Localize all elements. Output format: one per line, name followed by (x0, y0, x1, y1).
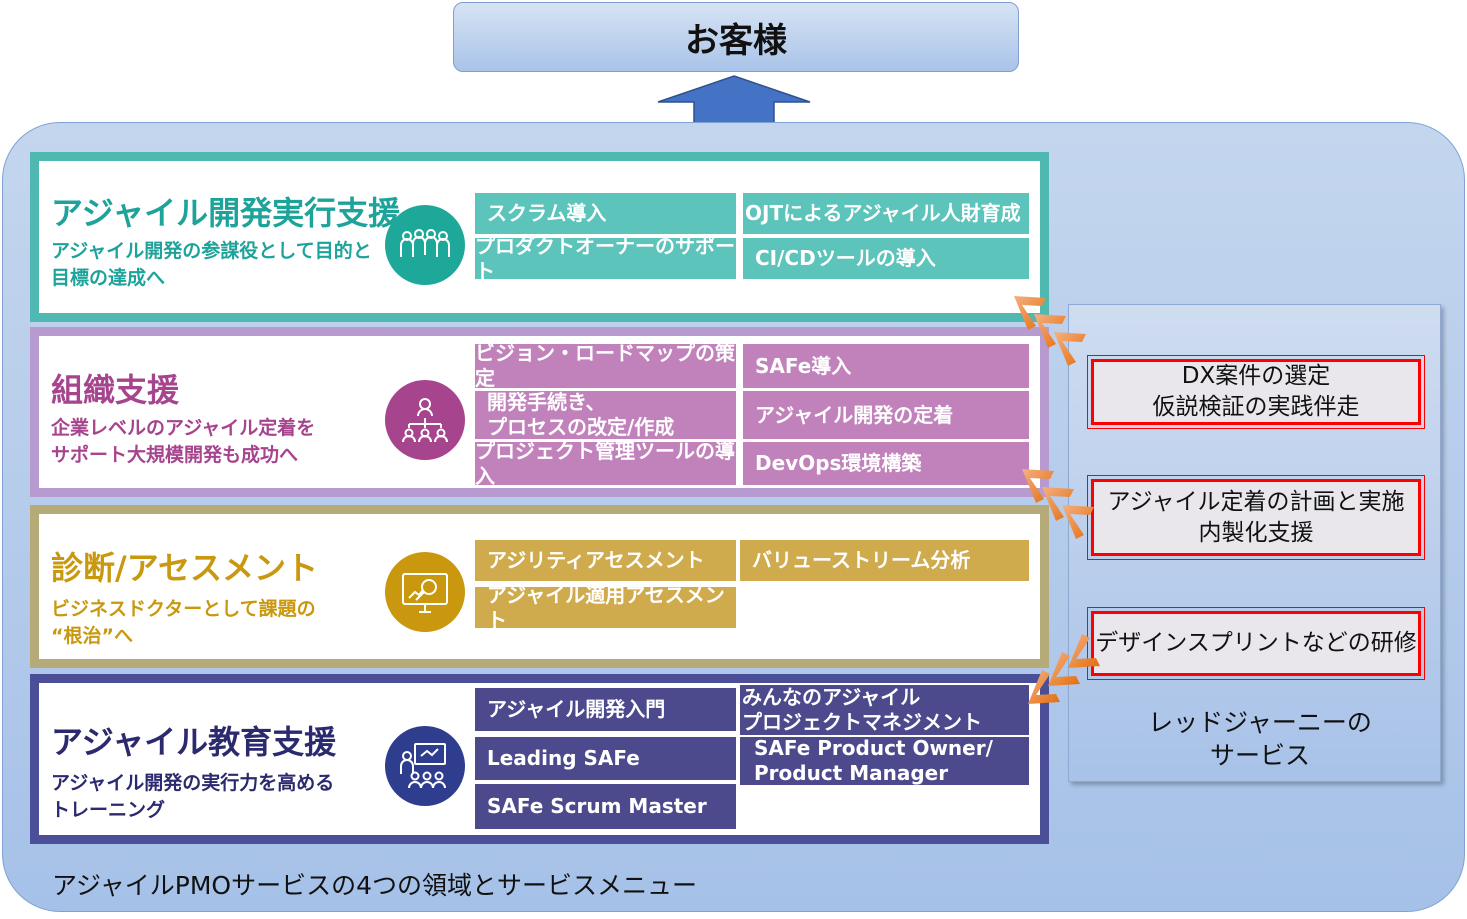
service-item: OJTによるアジャイル人財育成 (743, 193, 1029, 234)
chevron-arrow-icon (1028, 634, 1100, 704)
diagram-caption: アジャイルPMOサービスの4つの領域とサービスメニュー (52, 871, 697, 900)
service-item: スクラム導入 (475, 193, 736, 234)
service-item: プロジェクト管理ツールの導入 (475, 442, 736, 485)
section-organization-support: 組織支援 企業レベルのアジャイル定着を サポート大規模開発も成功へ ビジョン・ロ… (30, 327, 1049, 497)
service-item: SAFe Product Owner/ Product Manager (740, 737, 1029, 785)
service-item: SAFe導入 (743, 344, 1029, 388)
service-item: みんなのアジャイル プロジェクトマネジメント (740, 685, 1029, 735)
section-subtitle: 企業レベルのアジャイル定着を サポート大規模開発も成功へ (51, 417, 316, 466)
section-title: 組織支援 (51, 371, 180, 409)
service-item: 開発手続き、 プロセスの改定/作成 (475, 391, 736, 439)
service-item: アジャイル開発入門 (475, 688, 736, 731)
service-item: ビジョン・ロードマップの策定 (475, 344, 736, 388)
up-arrow-icon (657, 75, 811, 126)
customer-box: お客様 (453, 2, 1019, 72)
service-item: Leading SAFe (475, 737, 736, 780)
service-item: DevOps環境構築 (743, 442, 1029, 485)
monitor-analysis-icon (385, 552, 465, 632)
chevron-arrow-icon (1014, 296, 1086, 366)
training-icon (385, 726, 465, 806)
service-item: アジャイル適用アセスメント (475, 587, 736, 628)
service-box: アジャイル定着の計画と実施 内製化支援 (1087, 475, 1425, 560)
service-item: アジャイル開発の定着 (743, 391, 1029, 439)
service-item: バリューストリーム分析 (740, 540, 1029, 581)
section-subtitle: ビジネスドクターとして課題の “根治”へ (51, 598, 316, 647)
section-title: アジャイル教育支援 (51, 723, 337, 761)
org-chart-icon (385, 380, 465, 460)
services-label: レッドジャーニーの サービス (1148, 708, 1372, 770)
service-item: CI/CDツールの導入 (743, 238, 1029, 279)
section-assessment: 診断/アセスメント ビジネスドクターとして課題の “根治”へ アジリティアセスメ… (30, 505, 1049, 668)
section-title: アジャイル開発実行支援 (51, 194, 401, 232)
chevron-arrow-icon (1022, 469, 1094, 539)
service-item: SAFe Scrum Master (475, 784, 736, 829)
team-people-icon (385, 205, 465, 285)
service-item: アジリティアセスメント (475, 540, 736, 581)
section-agile-education: アジャイル教育支援 アジャイル開発の実行力を高める トレーニング アジャイル開発… (30, 674, 1049, 844)
service-box: DX案件の選定 仮説検証の実践伴走 (1087, 355, 1425, 429)
section-subtitle: アジャイル開発の参謀役として目的と 目標の達成へ (51, 240, 372, 289)
section-agile-dev-support: アジャイル開発実行支援 アジャイル開発の参謀役として目的と 目標の達成へ スクラ… (30, 152, 1049, 322)
service-item: プロダクトオーナーのサポート (475, 238, 736, 279)
section-title: 診断/アセスメント (51, 549, 319, 587)
service-box: デザインスプリントなどの研修 (1087, 607, 1425, 680)
section-subtitle: アジャイル開発の実行力を高める トレーニング (51, 772, 335, 821)
